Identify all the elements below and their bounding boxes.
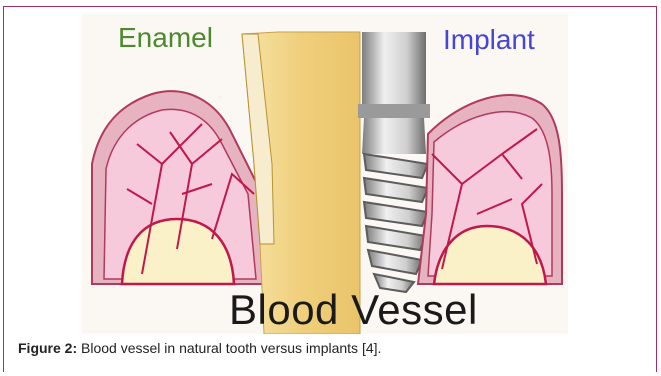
implant-gum xyxy=(418,95,562,284)
natural-tooth-gum xyxy=(92,91,272,284)
figure-caption: Figure 2: Blood vessel in natural tooth … xyxy=(18,339,638,357)
implant-label: Implant xyxy=(443,24,535,56)
implant-body xyxy=(358,32,430,292)
enamel-label: Enamel xyxy=(118,22,213,54)
figure-caption-label: Figure 2: xyxy=(18,340,77,356)
blood-vessel-label: Blood Vessel xyxy=(229,286,478,334)
figure-caption-text: Blood vessel in natural tooth versus imp… xyxy=(77,340,381,356)
